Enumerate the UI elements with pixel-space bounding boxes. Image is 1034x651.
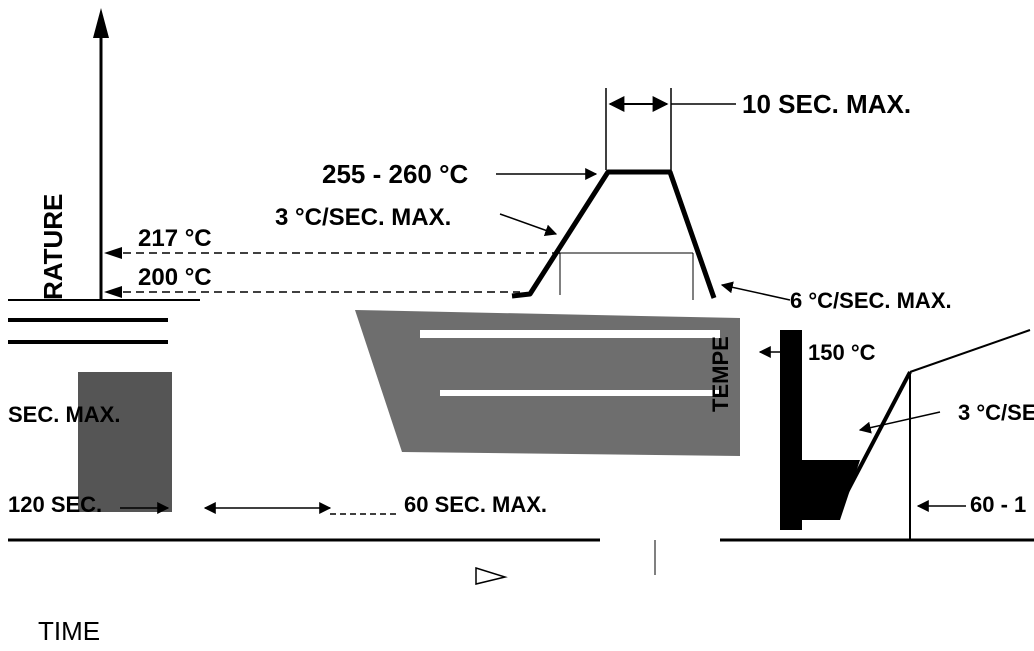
preheat-min-label: 150 °C bbox=[808, 340, 876, 365]
preheat-arrow-icon bbox=[104, 286, 122, 298]
y-axis bbox=[93, 8, 109, 300]
x-axis-label: TIME bbox=[38, 616, 100, 646]
time-above-liquidus-label: 60 SEC. MAX. bbox=[404, 492, 547, 517]
reflow-profile-curve bbox=[511, 169, 717, 299]
peak-time-label: 10 SEC. MAX. bbox=[742, 89, 911, 119]
overlay-ramp-block bbox=[800, 460, 860, 520]
overlay-gray-block bbox=[355, 310, 740, 456]
ramp-down-leader bbox=[720, 281, 791, 301]
y-axis-label: RATURE bbox=[38, 194, 68, 300]
y-axis-arrowhead-icon bbox=[93, 8, 109, 38]
ramp-up-leader bbox=[499, 213, 558, 237]
overlay-bar bbox=[8, 318, 168, 322]
left-lower-time-label: 60 - 1 bbox=[970, 492, 1026, 517]
hold-gray-block bbox=[78, 372, 172, 512]
overlay-stripe bbox=[440, 390, 720, 396]
ramp-up-label: 3 °C/SEC. MAX. bbox=[275, 204, 451, 231]
lower-ramp-leader bbox=[858, 411, 941, 434]
liquidus-arrow-icon bbox=[104, 247, 122, 259]
hold-time-label: SEC. MAX. bbox=[8, 402, 120, 427]
overlay-stripe bbox=[420, 330, 720, 338]
lower-ramp-line bbox=[833, 371, 912, 516]
liquidus-label: 217 °C bbox=[138, 225, 212, 252]
peak-temp-label: 255 - 260 °C bbox=[322, 159, 468, 189]
ramp-up-lower-label: 3 °C/SEC. MAX. bbox=[958, 400, 1034, 425]
overlay-bar bbox=[8, 340, 168, 344]
temp-axis-repeat-label: TEMPE bbox=[708, 336, 733, 412]
preheat-max-label: 200 °C bbox=[138, 264, 212, 291]
lower-ramp-cont bbox=[909, 329, 1031, 373]
ramp-down-label: 6 °C/SEC. MAX. bbox=[790, 288, 952, 313]
overlay-region bbox=[8, 299, 1034, 542]
preheat-time-label: 120 SEC. bbox=[8, 492, 102, 517]
x-axis-arrowhead-icon bbox=[475, 566, 508, 585]
overlay-column bbox=[780, 330, 802, 530]
